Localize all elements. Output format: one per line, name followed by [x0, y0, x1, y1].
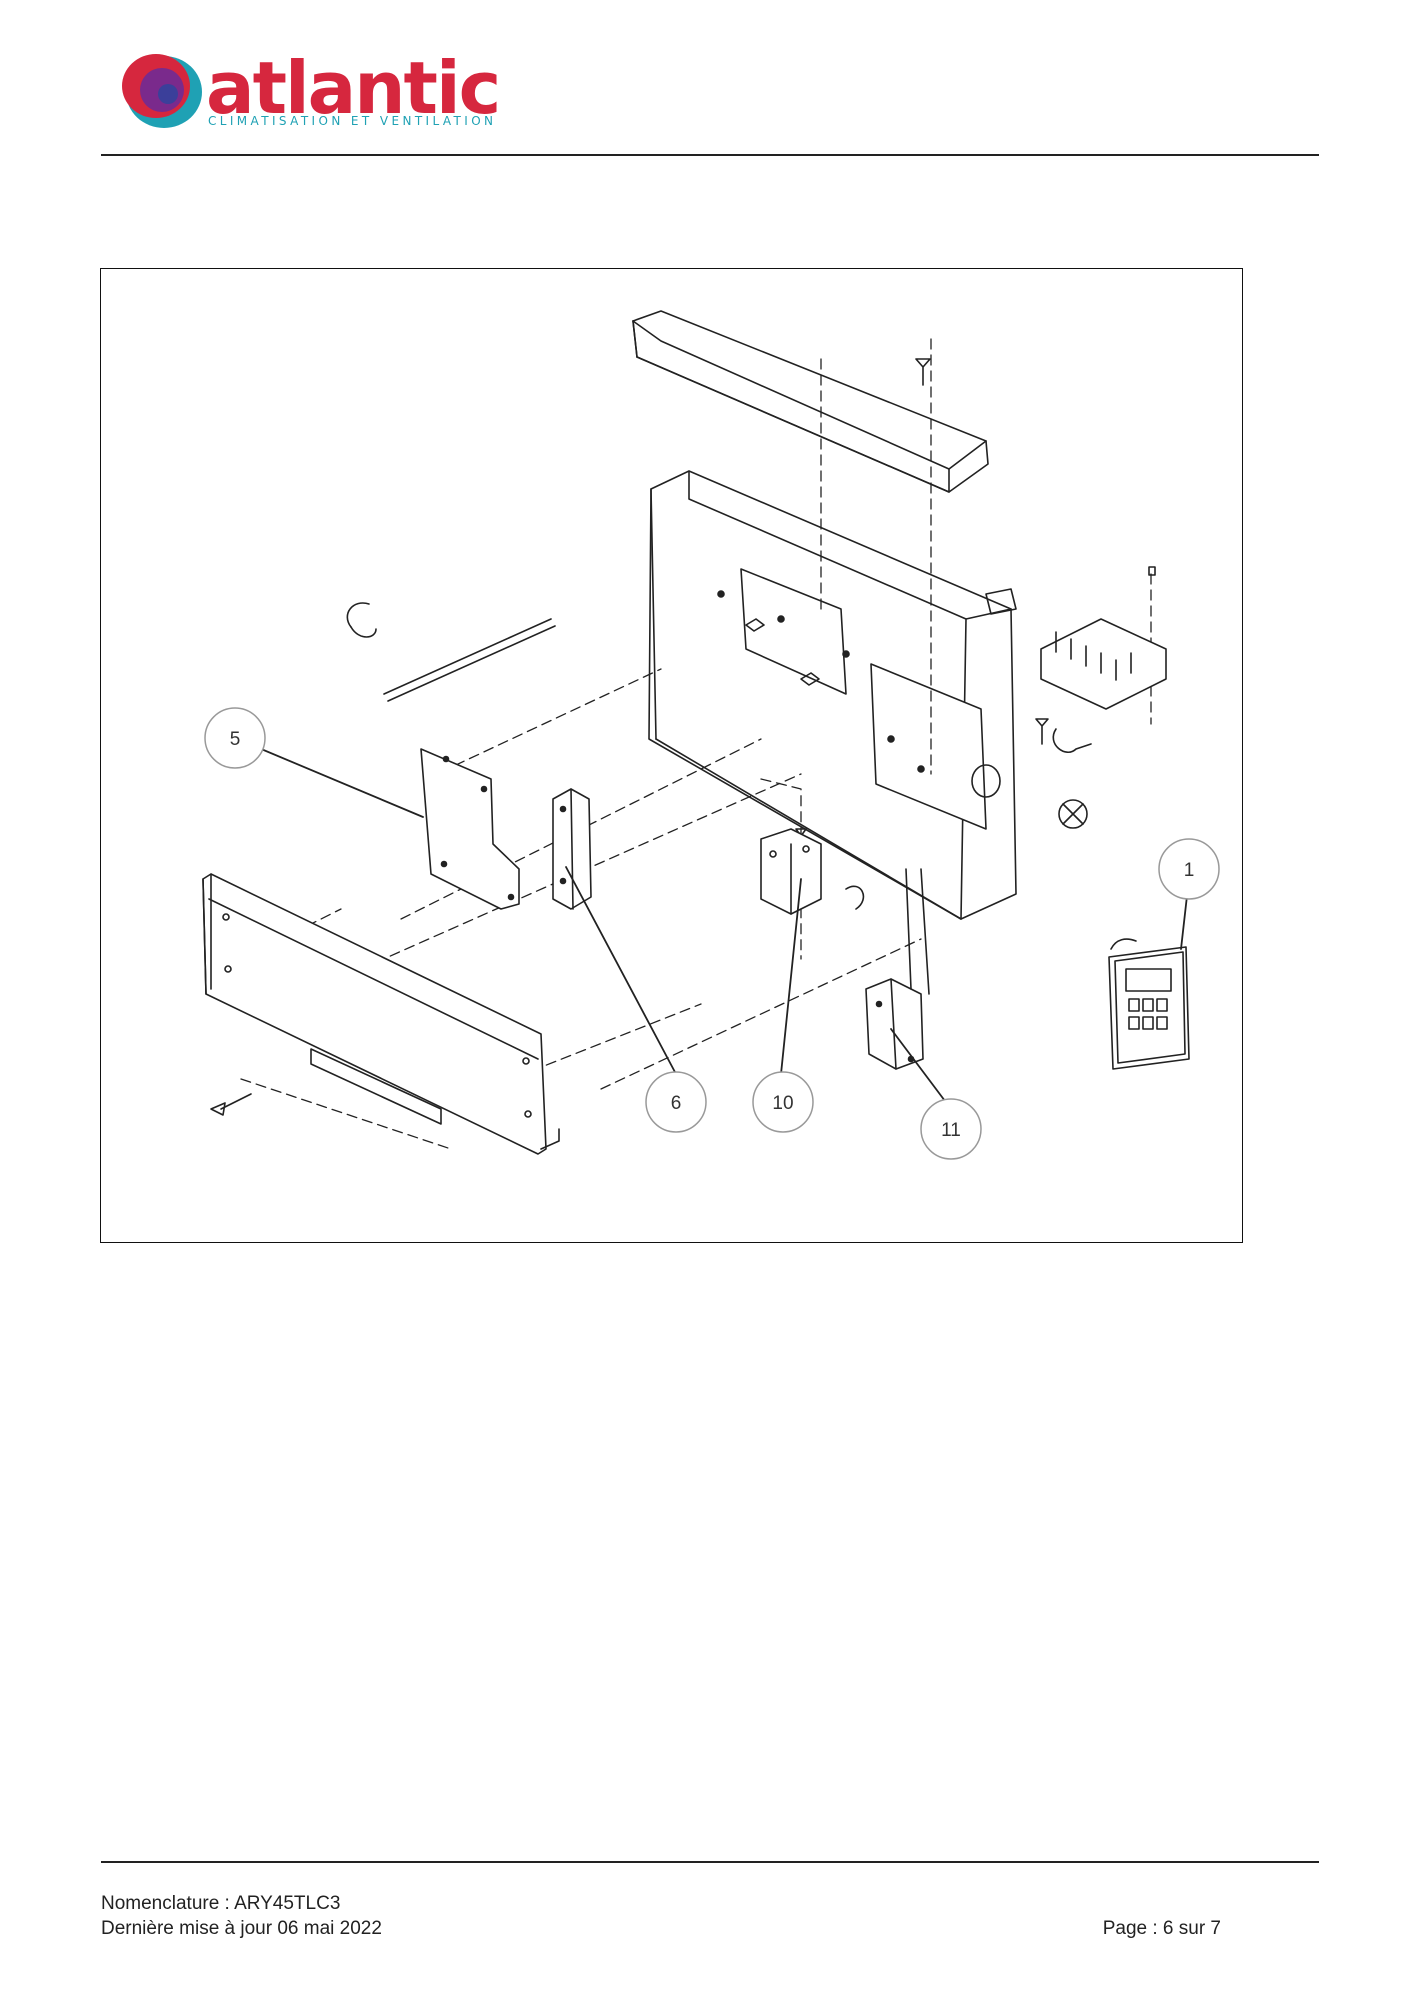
bracket-11	[865, 868, 930, 1070]
callout-10: 10	[752, 1071, 814, 1133]
brand-name: atlantic	[206, 46, 501, 130]
callout-1-label: 1	[1184, 860, 1195, 881]
callout-6-label: 6	[671, 1093, 682, 1114]
footer-rule	[101, 1861, 1319, 1863]
bracket-6	[552, 788, 592, 910]
callout-11-label: 11	[941, 1120, 961, 1141]
side-plate-5	[420, 748, 520, 910]
top-cover-panel	[632, 310, 989, 493]
callout-leader-lines	[234, 737, 1190, 1110]
last-update-text: Dernière mise à jour 06 mai 2022	[101, 1918, 382, 1939]
remote-controller-1	[1108, 938, 1190, 1070]
callout-5: 5	[204, 707, 266, 769]
capacitor-10	[760, 828, 865, 915]
terminal-block	[985, 566, 1167, 710]
callout-1: 1	[1158, 838, 1220, 900]
electrical-box	[648, 470, 1017, 920]
atlantic-logo: atlantic CLIMATISATION ET VENTILATION	[118, 42, 501, 142]
callout-11: 11	[920, 1098, 982, 1160]
support-rod	[383, 618, 556, 702]
callout-5-label: 5	[230, 729, 241, 750]
front-panel	[202, 873, 560, 1155]
callout-10-label: 10	[772, 1093, 793, 1114]
exploded-diagram: 5 6 10 11 1	[100, 268, 1243, 1243]
header-rule	[101, 154, 1319, 156]
cable-clamp	[346, 602, 1092, 753]
page-number: Page : 6 sur 7	[1102, 1918, 1221, 1939]
nomenclature-text: Nomenclature : ARY45TLC3	[101, 1893, 341, 1914]
footer-info: Nomenclature : ARY45TLC3 Dernière mise à…	[101, 1891, 382, 1941]
callout-6: 6	[645, 1071, 707, 1133]
exploded-diagram-drawing: 5 6 10 11 1	[202, 310, 1220, 1160]
cable-gland	[1058, 799, 1088, 829]
brand-tagline: CLIMATISATION ET VENTILATION	[208, 114, 497, 128]
logo-mark-icon	[122, 54, 202, 128]
